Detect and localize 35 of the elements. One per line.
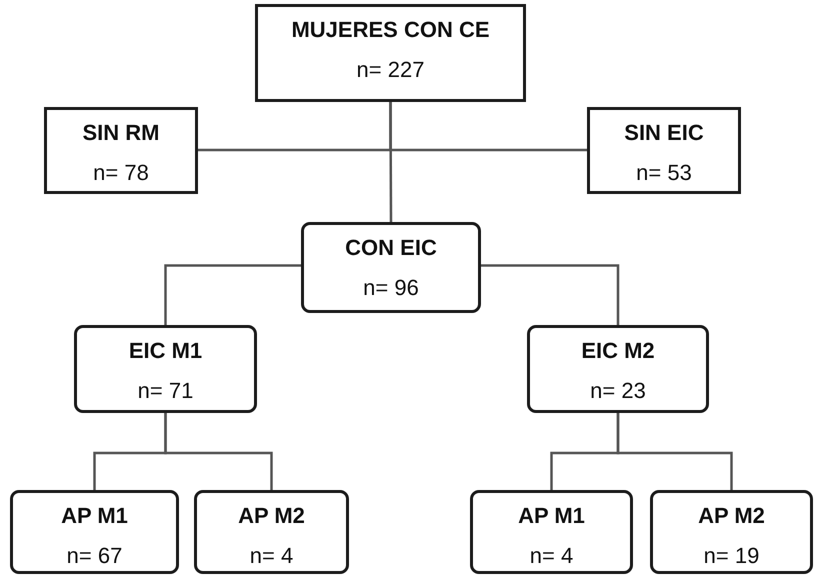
node-heading: SIN EIC — [624, 120, 704, 146]
rounded-box — [10, 490, 179, 574]
node-count: n= 227 — [356, 57, 424, 83]
rounded-box — [650, 490, 813, 574]
node-count: n= 67 — [66, 543, 122, 569]
node-heading: MUJERES CON CE — [291, 17, 490, 43]
rounded-box — [194, 490, 349, 574]
node-heading: EIC M1 — [128, 338, 202, 364]
connector-line — [164, 413, 273, 490]
node-count: n= 71 — [138, 378, 194, 404]
connector-line — [389, 102, 392, 222]
node-count: n= 4 — [250, 543, 294, 569]
node-count: n= 53 — [636, 160, 692, 186]
rounded-box — [527, 325, 709, 413]
rounded-box — [74, 325, 257, 413]
node-heading: EIC M2 — [581, 338, 655, 364]
node-count: n= 23 — [590, 378, 646, 404]
rounded-box — [470, 490, 633, 574]
node-heading: AP M1 — [61, 503, 128, 529]
node-count: n= 96 — [363, 275, 419, 301]
connector-line — [616, 413, 733, 490]
process-box — [587, 107, 741, 194]
connector-line — [164, 264, 301, 325]
process-box — [44, 107, 198, 194]
connector-line — [481, 264, 620, 325]
process-box — [255, 4, 526, 102]
node-heading: SIN RM — [82, 120, 160, 146]
node-heading: AP M2 — [698, 503, 765, 529]
node-count: n= 19 — [704, 543, 760, 569]
rounded-box — [301, 222, 481, 313]
node-heading: CON EIC — [345, 235, 437, 261]
node-count: n= 78 — [93, 160, 149, 186]
node-heading: AP M2 — [238, 503, 305, 529]
node-count: n= 4 — [530, 543, 574, 569]
node-heading: AP M1 — [518, 503, 585, 529]
